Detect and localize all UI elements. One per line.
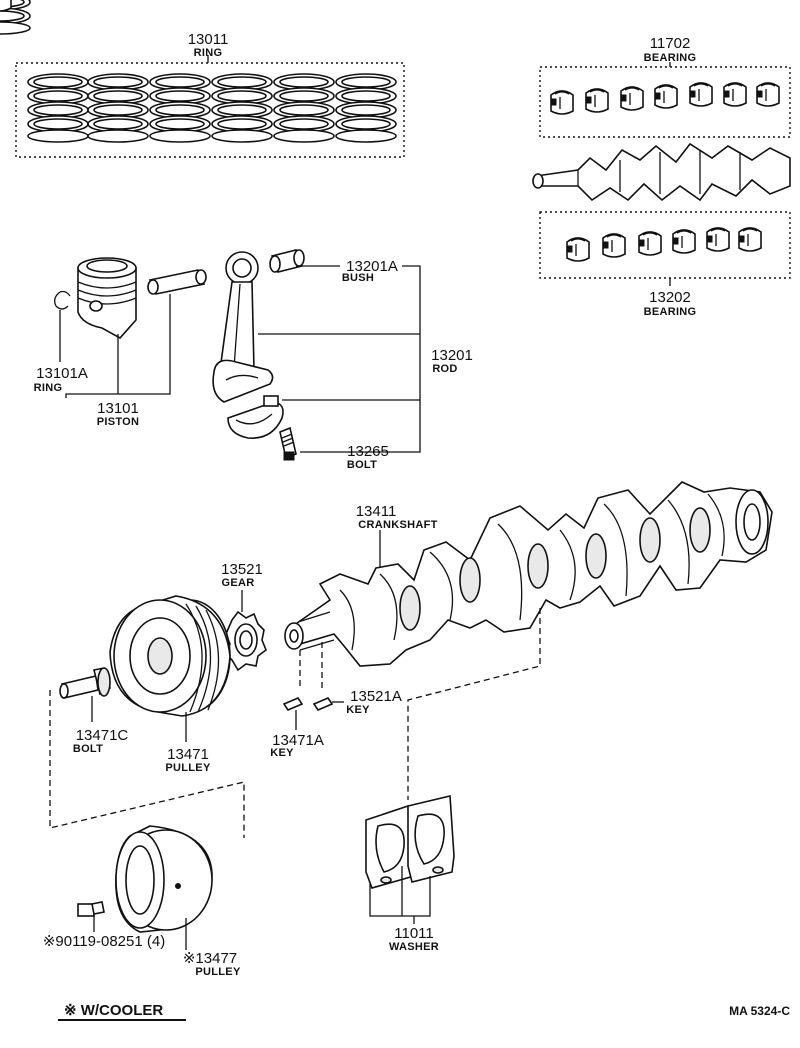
crankshaft-part-name: CRANKSHAFT — [358, 519, 437, 531]
main-bearing-group: 11702 BEARING — [0, 0, 791, 318]
pulley-key-part-number: 13471A — [272, 732, 324, 749]
connecting-rod-group: 13201A BUSH 13201 ROD 13265 BOLT — [212, 249, 473, 471]
pulley-part-name: PULLEY — [165, 762, 211, 774]
piston-snap-ring-illustration — [54, 290, 71, 310]
gear-key-illustration — [312, 697, 334, 711]
lower-bearing-part-name: BEARING — [644, 306, 697, 318]
upper-shell-5 — [689, 82, 713, 107]
upper-bearing-shells — [0, 0, 780, 115]
lower-shell-5 — [706, 227, 730, 252]
cooler-pulley-group: ※90119-08251 (4) ※13477 PULLEY — [43, 825, 241, 978]
pulley-part-number: 13471 — [167, 746, 209, 763]
ring-set-boundary — [15, 62, 405, 158]
washer-part-number: 11011 — [394, 925, 434, 942]
rod-bolt-illustration — [279, 426, 297, 461]
pulley-bolt-part-number: 13471C — [76, 727, 129, 744]
piston-group: 13101A RING 13101 PISTON — [34, 257, 207, 428]
ring-stack-5 — [273, 73, 335, 143]
washer-bracket — [369, 876, 431, 917]
keys-group: 13521A KEY 13471A KEY — [270, 642, 402, 759]
timing-gear-illustration — [225, 610, 267, 672]
cooler-pulley-part-name: PULLEY — [195, 966, 241, 978]
bush-part-number: 13201A — [346, 258, 398, 275]
crankshaft-illustration — [284, 481, 773, 667]
crankshaft-group: 13411 CRANKSHAFT — [284, 481, 773, 667]
rod-bracket — [300, 265, 421, 453]
lower-shell-1 — [566, 237, 590, 262]
piston-ring-part-name: RING — [34, 382, 63, 394]
lower-shell-3 — [638, 231, 662, 256]
ring-stack-3 — [149, 73, 211, 143]
ring-set-illustration — [0, 0, 397, 143]
thrust-washer-group: 11011 WASHER — [365, 608, 541, 953]
lower-shell-2 — [602, 233, 626, 258]
figure-code: MA 5324-C — [729, 1004, 790, 1018]
legend-note: ※ W/COOLER — [64, 1002, 163, 1019]
ring-stack-1 — [27, 73, 89, 143]
piston-ring-part-number: 13101A — [36, 365, 88, 382]
ring-stack-4 — [211, 73, 273, 143]
timing-gear-group: 13521 GEAR — [221, 561, 267, 672]
gear-part-number: 13521 — [221, 561, 263, 578]
footer-group: ※ W/COOLER MA 5324-C — [58, 1002, 790, 1021]
thrust-washer-illustration — [365, 795, 455, 889]
upper-bearing-part-name: BEARING — [644, 52, 697, 64]
cooler-bolt-illustration — [77, 901, 105, 917]
crank-pulley-illustration — [109, 595, 231, 717]
upper-bearing-boundary — [539, 66, 791, 138]
piston-part-number: 13101 — [97, 400, 139, 417]
rod-part-name: ROD — [432, 363, 457, 375]
cooler-pulley-part-number: ※13477 — [183, 950, 237, 967]
washer-dash — [407, 608, 541, 800]
crank-pulley-group: 13471C BOLT 13471 PULLEY — [49, 595, 245, 838]
washer-part-name: WASHER — [389, 941, 439, 953]
upper-shell-3 — [620, 86, 644, 111]
small-crankshaft-illustration — [532, 142, 791, 202]
lower-shell-4 — [672, 229, 696, 254]
lower-bearing-boundary — [539, 211, 791, 279]
ring-set-group: 13011 RING — [0, 0, 405, 158]
bush-illustration — [269, 249, 305, 273]
piston-illustration — [77, 257, 137, 340]
rod-bolt-part-name: BOLT — [347, 459, 377, 471]
gear-part-name: GEAR — [222, 577, 255, 589]
connecting-rod-illustration — [212, 251, 274, 403]
ring-stack-6 — [335, 73, 397, 143]
cooler-bolt-part-number: ※90119-08251 (4) — [43, 933, 165, 950]
rod-bolt-part-number: 13265 — [347, 443, 389, 460]
pulley-key-illustration — [282, 697, 304, 711]
pulley-bolt-part-name: BOLT — [73, 743, 103, 755]
cooler-pulley-illustration — [115, 825, 213, 933]
rod-cap-illustration — [227, 395, 284, 439]
piston-pin-illustration — [147, 269, 207, 295]
cooler-alternative-dash — [49, 690, 245, 838]
upper-shell-1 — [550, 90, 574, 115]
crankshaft-part-number: 13411 — [356, 503, 397, 520]
pulley-bolt-illustration — [59, 667, 111, 699]
gear-key-part-number: 13521A — [350, 688, 402, 705]
lower-bearing-shells — [566, 227, 762, 262]
pulley-key-part-name: KEY — [270, 747, 294, 759]
upper-shell-4 — [654, 84, 678, 109]
lower-bearing-part-number: 13202 — [649, 289, 691, 306]
upper-shell-2 — [585, 88, 609, 113]
ring-set-part-name: RING — [194, 47, 223, 59]
bush-part-name: BUSH — [342, 272, 374, 284]
gear-key-part-name: KEY — [346, 704, 370, 716]
ring-set-part-number: 13011 — [188, 31, 229, 48]
lower-shell-6 — [738, 227, 762, 252]
ring-stack-2 — [87, 73, 149, 143]
upper-shell-7 — [756, 82, 780, 107]
piston-part-name: PISTON — [97, 416, 140, 428]
upper-bearing-part-number: 11702 — [650, 35, 691, 52]
upper-shell-6 — [723, 82, 747, 107]
rod-part-number: 13201 — [431, 347, 473, 364]
